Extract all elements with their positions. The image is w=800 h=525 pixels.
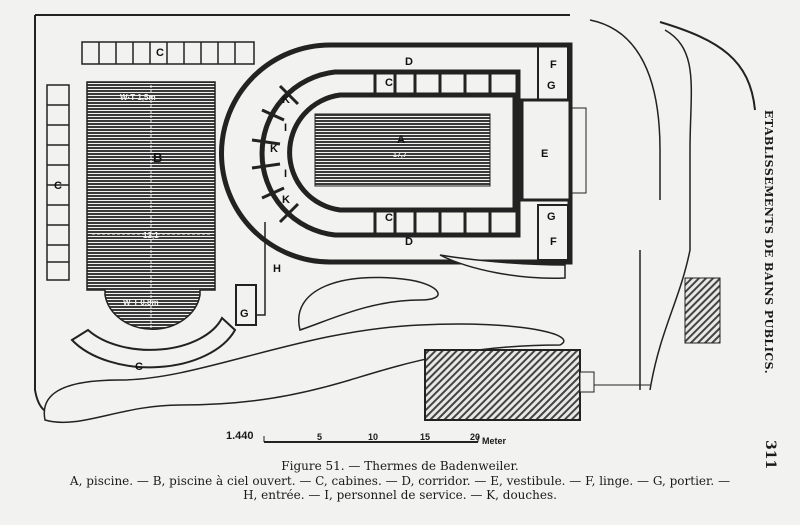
label-g: G bbox=[240, 308, 249, 320]
plan-labels: C C C C C B A D D E F F G G G H I I K K … bbox=[54, 47, 557, 373]
figure-legend-line: A, piscine. — B, piscine à ciel ouvert. … bbox=[69, 474, 731, 488]
label-f: F bbox=[550, 236, 557, 248]
label-i: I bbox=[284, 168, 287, 180]
label-d: D bbox=[405, 236, 413, 248]
running-head: ETABLISSEMENTS DE BAINS PUBLICS. bbox=[762, 110, 775, 375]
cabins-top-row bbox=[81, 41, 255, 65]
label-width-b: 12,1 bbox=[143, 231, 159, 240]
label-k: K bbox=[270, 143, 278, 155]
label-g: G bbox=[547, 80, 556, 92]
label-depth-deep: W·T 1,5m bbox=[120, 93, 156, 102]
label-depth-shallow: W·T 0,8m bbox=[123, 298, 159, 307]
scale-unit: Meter bbox=[482, 436, 507, 446]
label-c: C bbox=[54, 180, 62, 192]
scale-tick: 5 bbox=[317, 432, 323, 442]
scale-tick: 10 bbox=[368, 432, 379, 442]
cabins-bottom-arc bbox=[70, 316, 237, 369]
porter-g-small bbox=[235, 284, 257, 326]
main-building bbox=[219, 42, 587, 265]
pool-a bbox=[314, 113, 491, 187]
scale-tick: 15 bbox=[420, 432, 431, 442]
label-k: K bbox=[282, 194, 290, 206]
label-length-a: 17,7 bbox=[393, 152, 407, 159]
label-c: C bbox=[385, 77, 393, 89]
label-f: F bbox=[550, 59, 557, 71]
scale-tick: 20 bbox=[470, 432, 481, 442]
label-h: H bbox=[273, 263, 281, 275]
scale-bar bbox=[263, 436, 479, 443]
scale-ratio: 1.440 bbox=[226, 430, 254, 442]
label-e: E bbox=[541, 148, 548, 160]
vestibule-e bbox=[520, 98, 572, 202]
road-side-building bbox=[684, 277, 721, 344]
label-c: C bbox=[385, 212, 393, 224]
figure-legend-line: H, entrée. — I, personnel de service. — … bbox=[243, 488, 557, 502]
label-d: D bbox=[405, 56, 413, 68]
label-b: B bbox=[153, 150, 162, 165]
page-number: 311 bbox=[762, 440, 778, 470]
cabins-left-column bbox=[46, 84, 70, 281]
label-g: G bbox=[547, 211, 556, 223]
label-i: I bbox=[284, 122, 287, 134]
annex-building bbox=[424, 349, 581, 421]
label-c: C bbox=[135, 361, 143, 373]
figure-caption: Figure 51. — Thermes de Badenweiler. bbox=[281, 459, 519, 473]
label-a: A bbox=[397, 134, 405, 146]
label-c: C bbox=[156, 47, 164, 59]
road bbox=[589, 19, 693, 391]
label-k: K bbox=[282, 94, 290, 106]
garden-beds bbox=[43, 254, 566, 424]
